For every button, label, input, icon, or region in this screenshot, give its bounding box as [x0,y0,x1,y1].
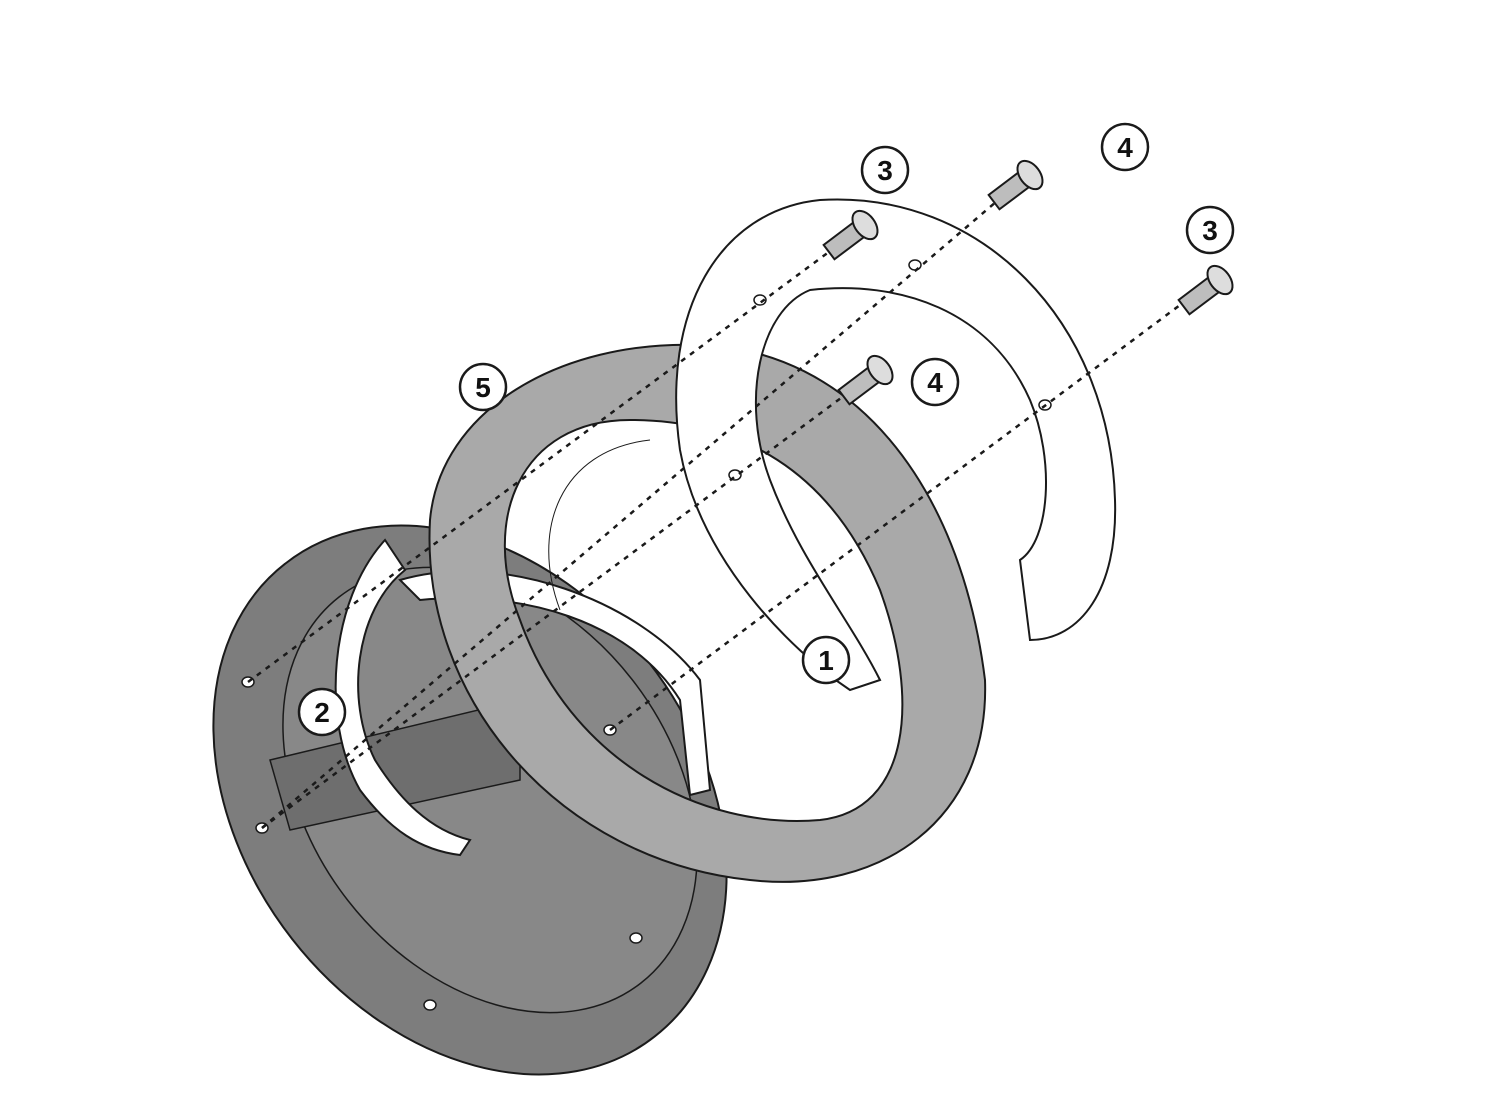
callout-label: 4 [927,367,943,398]
screw-3-left [822,209,879,261]
callout-label: 2 [314,697,330,728]
callout-label: 4 [1117,132,1133,163]
callout-label: 1 [818,645,834,676]
screw-4-lower [837,354,894,406]
callout-3-right: 3 [1185,205,1235,255]
gray-ring-part-5 [428,343,987,883]
callout-4-top: 4 [1100,122,1150,172]
callout-1: 1 [801,635,851,685]
screw-4-top [987,159,1044,211]
assembly-guide-lines [247,189,1181,830]
callout-label: 3 [877,155,893,186]
callout-label: 3 [1202,215,1218,246]
callout-3-top: 3 [860,145,910,195]
screws [822,159,1234,406]
callout-2: 2 [297,687,347,737]
callout-label: 5 [475,372,491,403]
callout-5: 5 [458,362,508,412]
screw-3-right [1177,264,1234,316]
callout-4-lower: 4 [910,357,960,407]
